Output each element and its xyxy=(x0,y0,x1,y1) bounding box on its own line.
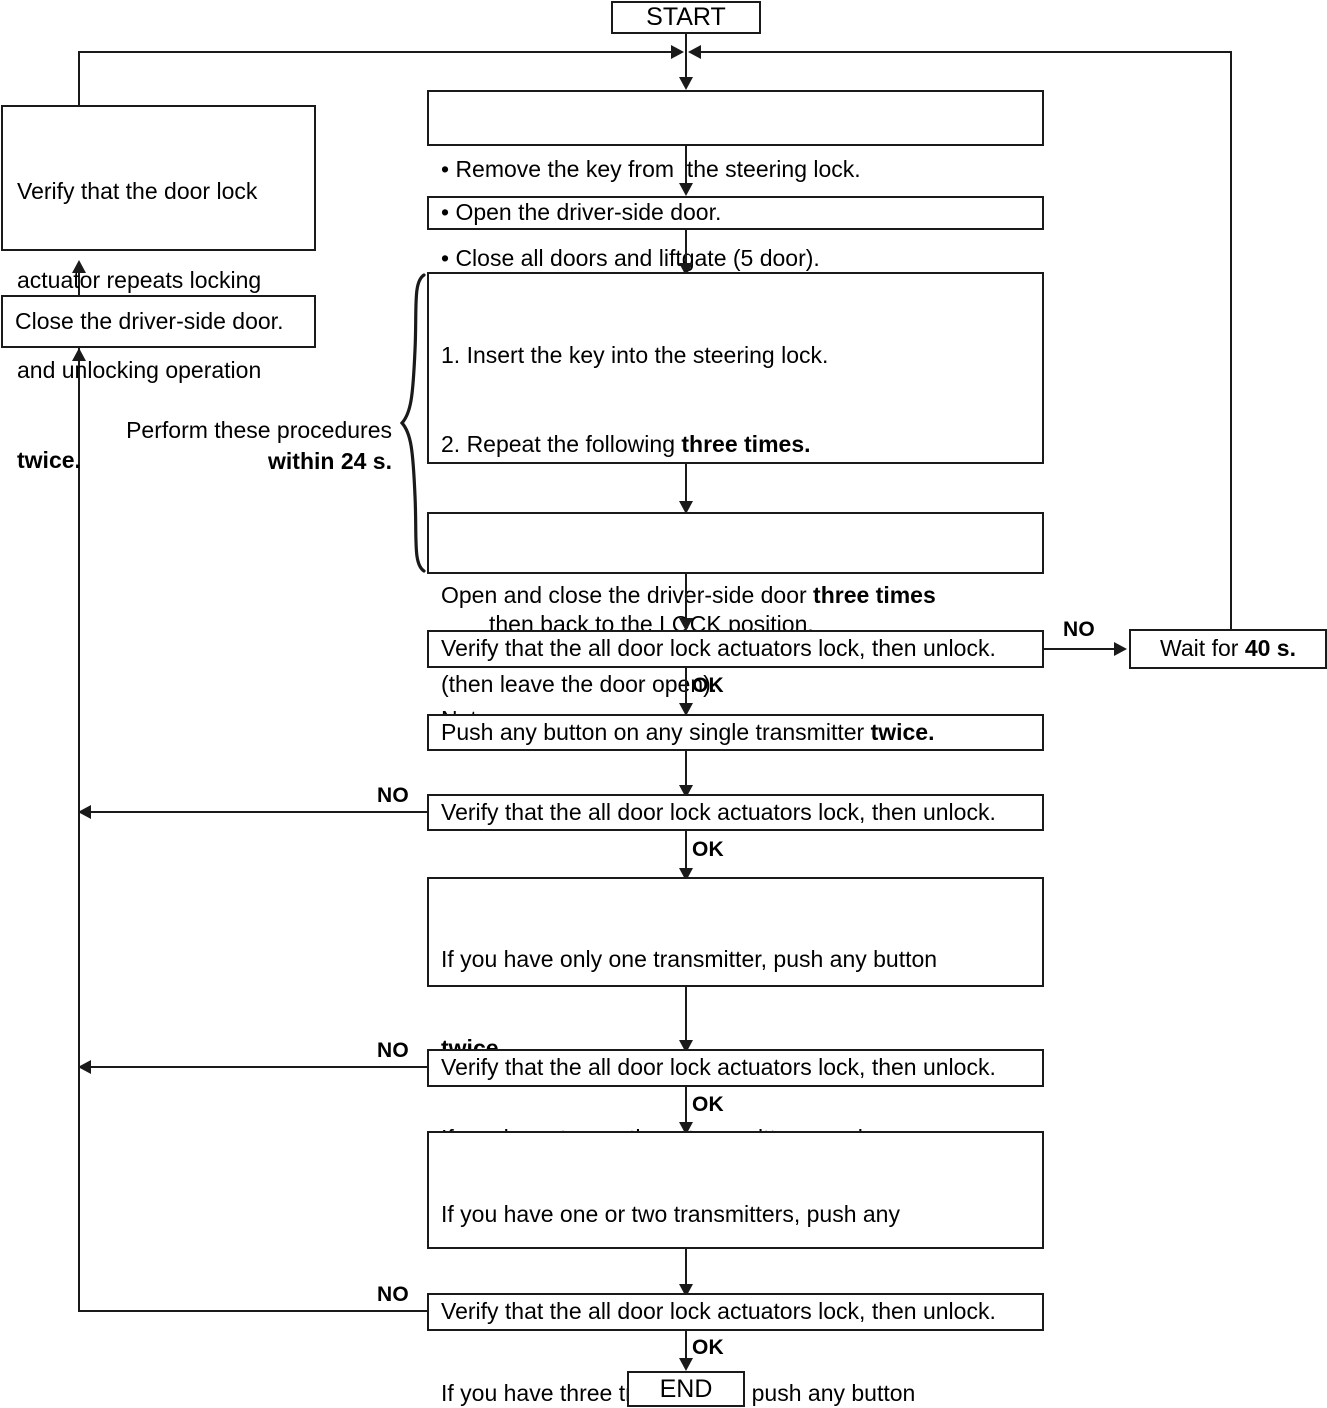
edge-label-verify-3-no: NO xyxy=(377,1039,409,1062)
node-start-label: START xyxy=(646,3,726,32)
node-verify-actuator-twice: Verify that the door lock actuator repea… xyxy=(1,105,316,473)
edge-label-verify-1-no: NO xyxy=(1063,618,1095,641)
edge-verify-4-ok-arrowhead xyxy=(679,1358,693,1371)
edge-label-verify-1-ok: OK xyxy=(692,674,724,697)
step-key-cycle-line-1: 1. Insert the key into the steering lock… xyxy=(441,341,829,368)
step-door-cycle-line-2: (then leave the door open). xyxy=(441,671,718,698)
node-push-last: If you have one or two transmitters, pus… xyxy=(427,1131,1044,1406)
edge-open-door-to-key-cycle xyxy=(685,230,687,270)
edge-door-cycle-to-verify-1-arrowhead xyxy=(679,618,693,631)
node-verify-actuator-line-2: actuator repeats locking xyxy=(17,267,262,294)
timing-brace xyxy=(400,272,426,574)
annotation-timing-note-line-1: Perform these procedures xyxy=(126,417,392,443)
node-push-single-bold: twice. xyxy=(870,718,935,745)
node-step-prepare: • Remove the key from the steering lock.… xyxy=(427,90,1044,271)
edge-prepare-to-open-door-arrowhead xyxy=(679,183,693,196)
node-verify-2-label: Verify that the all door lock actuators … xyxy=(441,798,996,825)
edge-push-single-to-verify-2 xyxy=(685,751,687,793)
node-close-door-label: Close the driver-side door. xyxy=(15,307,284,334)
edge-verify-2-no xyxy=(90,811,427,813)
node-verify-actuator-line-4: twice. xyxy=(17,446,81,473)
edge-verify-1-ok xyxy=(685,668,687,712)
node-verify-3: Verify that the all door lock actuators … xyxy=(427,1049,1044,1087)
node-push-single: Push any button on any single transmitte… xyxy=(427,714,1044,751)
edge-verify-2-no-arrowhead xyxy=(78,805,91,819)
edge-close-door-to-verify-actuator xyxy=(78,263,80,295)
edge-verify-1-no-arrowhead xyxy=(1114,642,1127,656)
node-verify-1: Verify that the all door lock actuators … xyxy=(427,630,1044,668)
edge-verify-2-ok xyxy=(685,831,687,877)
step-prepare-line-2: • Close all doors and liftgate (5 door). xyxy=(441,245,820,272)
node-push-single-text: Push any button on any single transmitte… xyxy=(441,718,935,748)
feedback-bus-left xyxy=(78,51,672,53)
node-start: START xyxy=(611,1,761,34)
edge-push-last-to-verify-4 xyxy=(685,1249,687,1293)
node-verify-actuator-line-3: and unlocking operation xyxy=(17,357,262,384)
step-open-door-line-1: • Open the driver-side door. xyxy=(441,199,722,226)
edge-junction-to-prepare xyxy=(685,52,687,79)
edge-close-door-to-verify-actuator-arrowhead xyxy=(72,260,86,273)
riser-right-feedback xyxy=(1230,51,1232,629)
edge-label-verify-4-ok: OK xyxy=(692,1336,724,1359)
edge-push-other-to-verify-3 xyxy=(685,987,687,1049)
edge-verify-1-no xyxy=(1044,648,1116,650)
feedback-bus-right-arrowhead xyxy=(688,45,701,59)
node-end-label: END xyxy=(659,1374,713,1403)
annotation-timing-note-line-2: within 24 s. xyxy=(268,448,392,475)
step-key-cycle-line-2-pre: 2. Repeat the following xyxy=(441,431,682,458)
feedback-bus-left-arrowhead xyxy=(671,45,684,59)
left-return-bus-arrowhead xyxy=(72,348,86,361)
edge-verify-3-ok xyxy=(685,1087,687,1131)
step-door-cycle-line-1-pre: Open and close the driver-side door xyxy=(441,581,814,608)
node-push-other: If you have only one transmitter, push a… xyxy=(427,877,1044,1241)
edge-key-cycle-to-door-cycle xyxy=(685,464,687,508)
step-door-cycle-line-1: Open and close the driver-side door thre… xyxy=(441,581,1032,611)
node-verify-4-label: Verify that the all door lock actuators … xyxy=(441,1298,996,1325)
edge-label-verify-2-ok: OK xyxy=(692,838,724,861)
node-end: END xyxy=(627,1371,745,1407)
node-verify-4: Verify that the all door lock actuators … xyxy=(427,1293,1044,1331)
edge-verify-3-no-arrowhead xyxy=(78,1060,91,1074)
edge-verify-3-no xyxy=(90,1066,427,1068)
node-wait-40s-bold: 40 s. xyxy=(1244,635,1296,662)
node-close-door: Close the driver-side door. xyxy=(1,295,316,348)
edge-key-cycle-to-door-cycle-arrowhead xyxy=(679,501,693,514)
edge-prepare-to-open-door xyxy=(685,146,687,188)
left-return-bus xyxy=(78,348,80,1311)
annotation-timing-note: Perform these procedures within 24 s. xyxy=(70,415,392,477)
node-step-key-cycle: 1. Insert the key into the steering lock… xyxy=(427,272,1044,822)
edge-label-verify-4-no: NO xyxy=(377,1283,409,1306)
feedback-bus-right xyxy=(700,51,1232,53)
edge-label-verify-2-no: NO xyxy=(377,784,409,807)
step-key-cycle-line-2-bold: three times. xyxy=(681,431,811,458)
edge-verify-1-ok-arrowhead xyxy=(679,703,693,716)
node-verify-2: Verify that the all door lock actuators … xyxy=(427,794,1044,831)
node-step-open-door: • Open the driver-side door. xyxy=(427,196,1044,230)
step-door-cycle-line-1-bold: three times xyxy=(813,581,936,608)
node-wait-40s: Wait for 40 s. xyxy=(1129,629,1327,669)
step-prepare-line-1: • Remove the key from the steering lock. xyxy=(441,155,861,182)
node-wait-40s-text: Wait for 40 s. xyxy=(1160,634,1296,664)
node-step-door-cycle: Open and close the driver-side door thre… xyxy=(427,512,1044,697)
edge-verify-4-ok xyxy=(685,1331,687,1368)
node-verify-3-label: Verify that the all door lock actuators … xyxy=(441,1054,996,1081)
edge-junction-to-prepare-arrowhead xyxy=(679,77,693,90)
node-verify-actuator-line-1: Verify that the door lock xyxy=(17,177,258,204)
edge-verify-4-no xyxy=(78,1310,427,1312)
edge-door-cycle-to-verify-1 xyxy=(685,574,687,628)
edge-label-verify-3-ok: OK xyxy=(692,1093,724,1116)
edge-start-to-junction xyxy=(685,34,687,52)
node-wait-40s-pre: Wait for xyxy=(1160,635,1245,662)
node-push-last-line-1: If you have one or two transmitters, pus… xyxy=(441,1200,900,1227)
node-push-other-line-1: If you have only one transmitter, push a… xyxy=(441,945,938,972)
step-key-cycle-line-2: 2. Repeat the following three times. xyxy=(441,430,1032,460)
node-push-single-pre: Push any button on any single transmitte… xyxy=(441,718,871,745)
riser-left-feedback xyxy=(78,51,80,105)
node-verify-1-label: Verify that the all door lock actuators … xyxy=(441,635,996,662)
